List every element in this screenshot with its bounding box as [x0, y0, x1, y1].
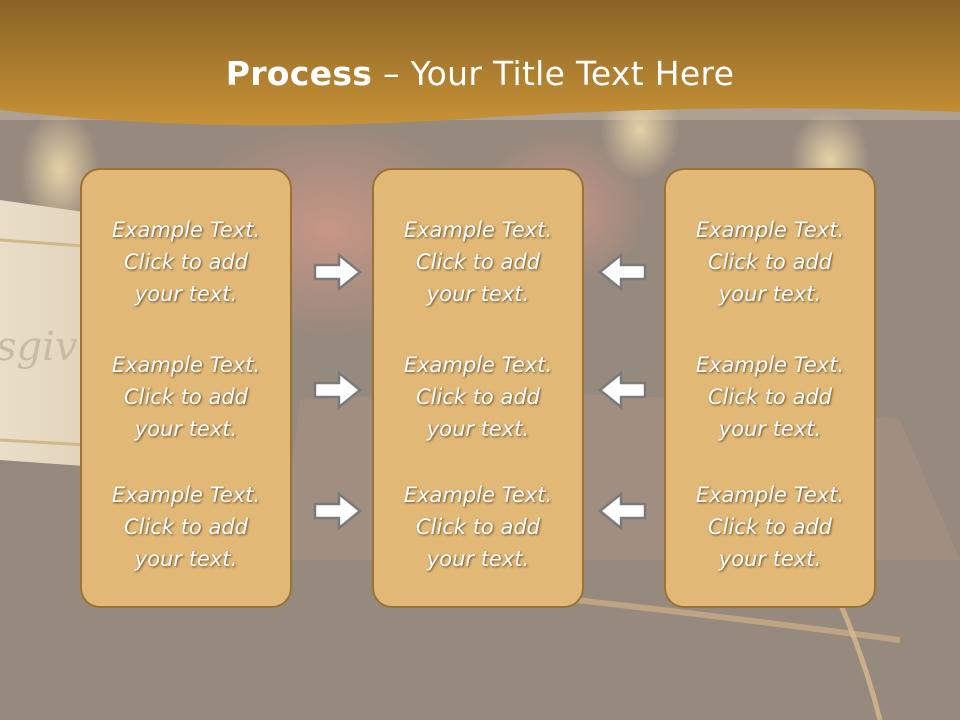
- text-line: Click to add: [707, 250, 832, 274]
- arrow-left-icon: [598, 491, 647, 531]
- text-line: your text.: [426, 417, 530, 441]
- process-panel-left[interactable]: Example Text. Click to add your text. Ex…: [80, 168, 292, 608]
- panel-text-block[interactable]: Example Text. Click to add your text.: [82, 214, 290, 310]
- title-rest: – Your Title Text Here: [372, 54, 735, 93]
- text-line: Click to add: [415, 250, 540, 274]
- text-line: Example Text.: [695, 483, 845, 507]
- panel-text-block[interactable]: Example Text. Click to add your text.: [374, 349, 582, 445]
- panel-text-block[interactable]: Example Text. Click to add your text.: [374, 479, 582, 575]
- arrow-right-icon: [313, 370, 362, 410]
- arrow-right-icon: [313, 491, 362, 531]
- process-panel-middle[interactable]: Example Text. Click to add your text. Ex…: [372, 168, 584, 608]
- text-line: your text.: [426, 547, 530, 571]
- arrow-left-icon: [598, 252, 647, 292]
- text-line: Example Text.: [695, 353, 845, 377]
- text-line: Click to add: [123, 250, 248, 274]
- text-line: Click to add: [415, 385, 540, 409]
- text-line: Example Text.: [403, 353, 553, 377]
- arrow-left-icon: [598, 370, 647, 410]
- panel-text-block[interactable]: Example Text. Click to add your text.: [666, 214, 874, 310]
- text-line: Click to add: [123, 385, 248, 409]
- text-line: your text.: [426, 282, 530, 306]
- text-line: Example Text.: [111, 353, 261, 377]
- text-line: Click to add: [707, 385, 832, 409]
- text-line: Example Text.: [111, 483, 261, 507]
- text-line: Click to add: [415, 515, 540, 539]
- text-line: Example Text.: [111, 218, 261, 242]
- text-line: Example Text.: [695, 218, 845, 242]
- panel-text-block[interactable]: Example Text. Click to add your text.: [666, 349, 874, 445]
- text-line: Click to add: [707, 515, 832, 539]
- text-line: your text.: [718, 282, 822, 306]
- title-bold: Process: [225, 54, 373, 93]
- text-line: your text.: [134, 282, 238, 306]
- slide-title[interactable]: Process – Your Title Text Here: [0, 54, 960, 93]
- text-line: your text.: [134, 547, 238, 571]
- text-line: your text.: [134, 417, 238, 441]
- panel-text-block[interactable]: Example Text. Click to add your text.: [82, 479, 290, 575]
- text-line: your text.: [718, 547, 822, 571]
- panel-text-block[interactable]: Example Text. Click to add your text.: [666, 479, 874, 575]
- text-line: Example Text.: [403, 483, 553, 507]
- process-panel-right[interactable]: Example Text. Click to add your text. Ex…: [664, 168, 876, 608]
- text-line: your text.: [718, 417, 822, 441]
- text-line: Click to add: [123, 515, 248, 539]
- panel-text-block[interactable]: Example Text. Click to add your text.: [374, 214, 582, 310]
- title-banner: [0, 0, 960, 126]
- text-line: Example Text.: [403, 218, 553, 242]
- arrow-right-icon: [313, 252, 362, 292]
- panel-text-block[interactable]: Example Text. Click to add your text.: [82, 349, 290, 445]
